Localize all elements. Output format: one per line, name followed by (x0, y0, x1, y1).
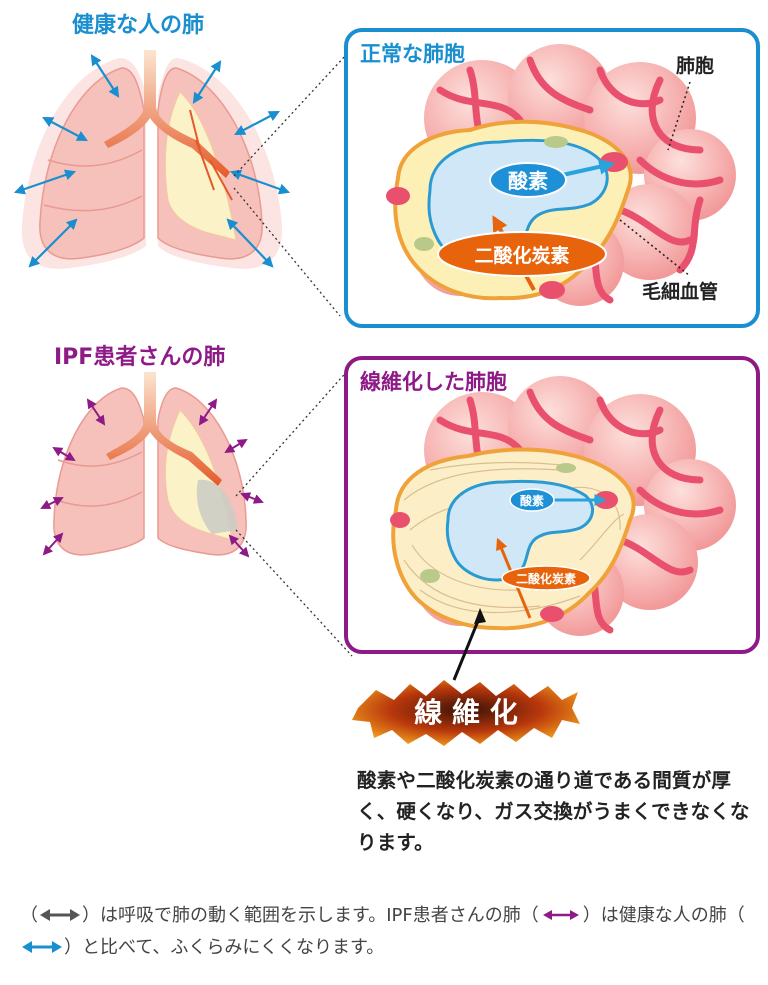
svg-text:酸素: 酸素 (520, 493, 544, 508)
alveolus-label: 肺胞 (676, 54, 714, 77)
footnote-text-2: ）は呼吸で肺の動く範囲を示します。IPF患者さんの肺（ (82, 905, 539, 926)
footnote-text-3: ）は健康な人の肺（ (582, 905, 745, 926)
fibrosis-label: 線 維 化 (414, 696, 518, 729)
healthy-lung-illustration (13, 50, 291, 269)
capillary-label: 毛細血管 (642, 280, 718, 303)
carbon-dioxide-label: 二酸化炭素 (437, 215, 607, 291)
ipf-breathing-arrows (40, 398, 264, 558)
oxygen-label: 酸素 (489, 158, 616, 198)
normal-alveolus-panel: 正常な肺胞 (344, 28, 760, 328)
ipf-lung-title: IPF患者さんの肺 (54, 344, 225, 370)
fibrotic-alveolus-title: 線維化した肺胞 (360, 370, 507, 394)
footnote-text-4: ）と比べて、ふくらみにくくなります。 (64, 937, 385, 958)
healthy-lung-title: 健康な人の肺 (72, 12, 204, 38)
footnote: （ ）は呼吸で肺の動く範囲を示します。IPF患者さんの肺（ ）は健康な人の肺（ ）と比… (20, 900, 760, 964)
svg-text:酸素: 酸素 (508, 169, 548, 193)
svg-text:二酸化炭素: 二酸化炭素 (516, 571, 576, 586)
fibrosis-badge: 線 維 化 (352, 680, 580, 746)
blue-double-arrow-icon (22, 941, 62, 953)
fibrotic-alveolus-panel: 線維化した肺胞 (344, 356, 760, 654)
fibrotic-carbon-dioxide-label: 二酸化炭素 (496, 537, 591, 619)
fibrotic-oxygen-label: 酸素 (509, 488, 607, 512)
normal-alveolus-title: 正常な肺胞 (360, 42, 465, 66)
svg-text:二酸化炭素: 二酸化炭素 (474, 244, 569, 267)
ipf-lung-illustration (40, 372, 264, 558)
footnote-text-1: （ (20, 905, 38, 926)
purple-double-arrow-icon (542, 910, 579, 920)
healthy-breathing-arrows (13, 54, 291, 268)
fibrosis-description: 酸素や二酸化炭素の通り道である間質が厚く、硬くなり、ガス交換がうまくできなくなり… (357, 769, 750, 854)
blue-double-arrow-icon (40, 909, 80, 921)
